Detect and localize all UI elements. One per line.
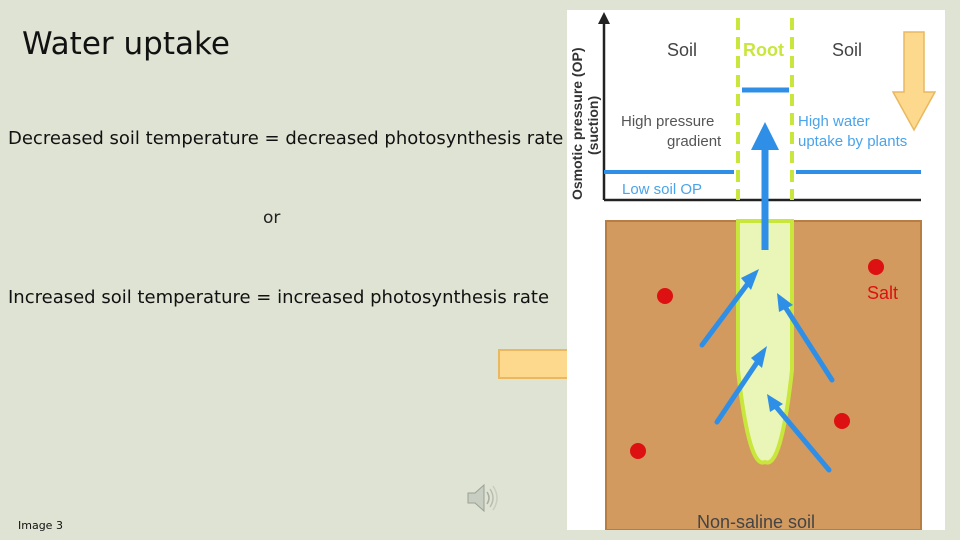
label-low-soil-op: Low soil OP (622, 181, 702, 198)
salt-dot (834, 413, 850, 429)
label-root: Root (743, 40, 784, 60)
label-uptake-by-plants: uptake by plants (798, 133, 907, 150)
image-caption: Image 3 (18, 519, 63, 532)
axis-label-suction: (suction) (585, 96, 601, 155)
down-arrow-icon (891, 31, 937, 132)
flow-arrow-2 (779, 299, 835, 383)
water-flow-arrows (699, 269, 835, 473)
y-axis-arrowhead (598, 12, 610, 24)
label-high-water: High water (798, 113, 870, 130)
root-boundary-upper (736, 18, 794, 200)
water-uptake-diagram: Osmotic pressure (OP) (suction) Soil Roo… (567, 10, 945, 530)
label-salt: Salt (867, 283, 898, 303)
water-uptake-arrowhead (751, 122, 779, 150)
salt-particles (630, 259, 884, 459)
root-body (736, 219, 794, 465)
label-soil-left: Soil (667, 40, 697, 60)
or-separator: or (263, 208, 281, 228)
flow-arrow-1 (699, 275, 755, 348)
speaker-icon[interactable] (464, 480, 500, 516)
salt-dot (868, 259, 884, 275)
label-high-pressure: High pressure (621, 113, 714, 130)
label-soil-right: Soil (832, 40, 862, 60)
statement-increased: Increased soil temperature = increased p… (8, 287, 550, 308)
salt-dot (657, 288, 673, 304)
label-gradient: gradient (667, 133, 722, 150)
statement-decreased: Decreased soil temperature = decreased p… (8, 128, 564, 149)
flow-arrow-3 (714, 352, 765, 425)
flow-arrow-4 (769, 399, 832, 473)
axis-label-osmotic-pressure: Osmotic pressure (OP) (569, 48, 585, 201)
label-non-saline-soil: Non-saline soil (697, 512, 815, 530)
slide-title: Water uptake (22, 26, 230, 62)
salt-dot (630, 443, 646, 459)
